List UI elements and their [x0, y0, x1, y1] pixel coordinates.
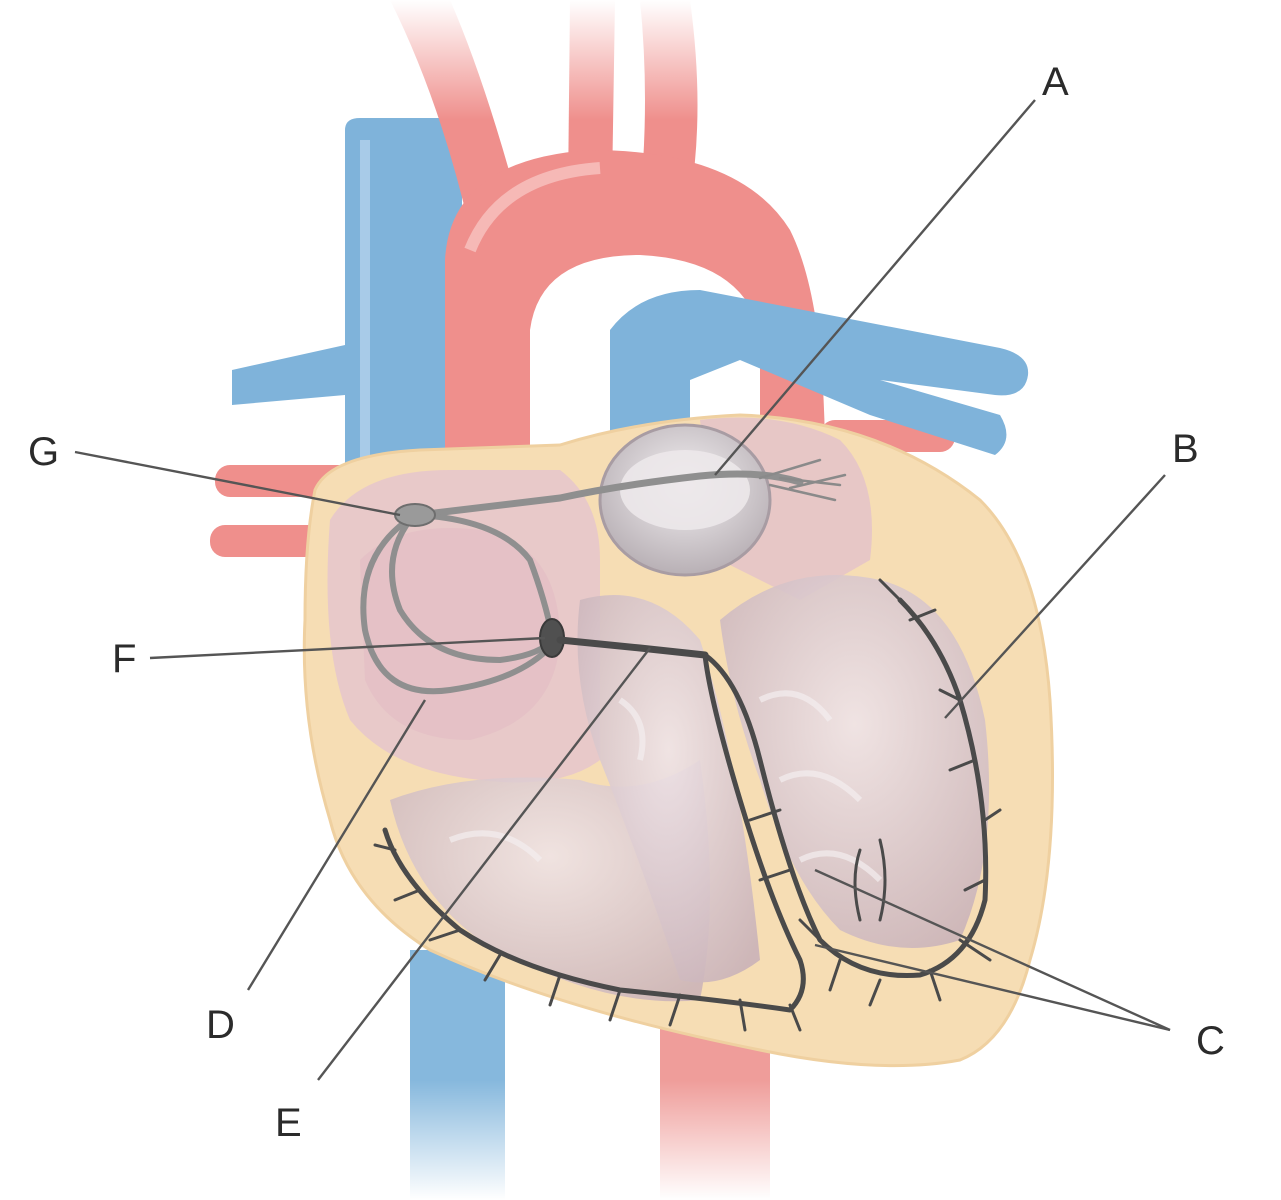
label-c: C: [1196, 1019, 1225, 1063]
purkinje-fibers: [373, 578, 1002, 1032]
leader-f: [149, 636, 546, 660]
aortic-arch: [445, 150, 825, 460]
leader-b: [944, 474, 1166, 719]
bachmann-bundle: [414, 470, 804, 519]
label-f: F: [112, 637, 136, 681]
left-bundle-branch: [702, 597, 989, 979]
labels: A B C D E F G: [28, 60, 1225, 1145]
label-b: B: [1172, 427, 1199, 471]
right-pulmonary-artery: [232, 345, 345, 405]
label-d: D: [206, 1003, 235, 1047]
label-g: G: [28, 430, 59, 474]
internodal-pathway-posterior: [360, 519, 555, 695]
superior-vena-cava: [345, 118, 462, 520]
leader-a: [714, 99, 1036, 476]
leader-d: [246, 699, 427, 991]
leader-c-lower: [814, 943, 1171, 1032]
leader-lines: [74, 99, 1171, 1081]
internodal-pathway-anterior: [415, 512, 555, 638]
leader-e: [317, 647, 651, 1081]
label-a: A: [1042, 60, 1069, 104]
heart-body: [302, 413, 1054, 1068]
leader-c-upper: [814, 868, 1171, 1032]
conduction-system: [360, 458, 1002, 1032]
label-e: E: [275, 1101, 302, 1145]
bundle-of-his: [556, 636, 709, 659]
interventricular-septum: [577, 595, 760, 983]
leader-g: [74, 450, 401, 517]
sa-node: [394, 503, 436, 527]
pulmonary-trunk: [610, 290, 1029, 455]
left-ventricle: [720, 575, 990, 948]
